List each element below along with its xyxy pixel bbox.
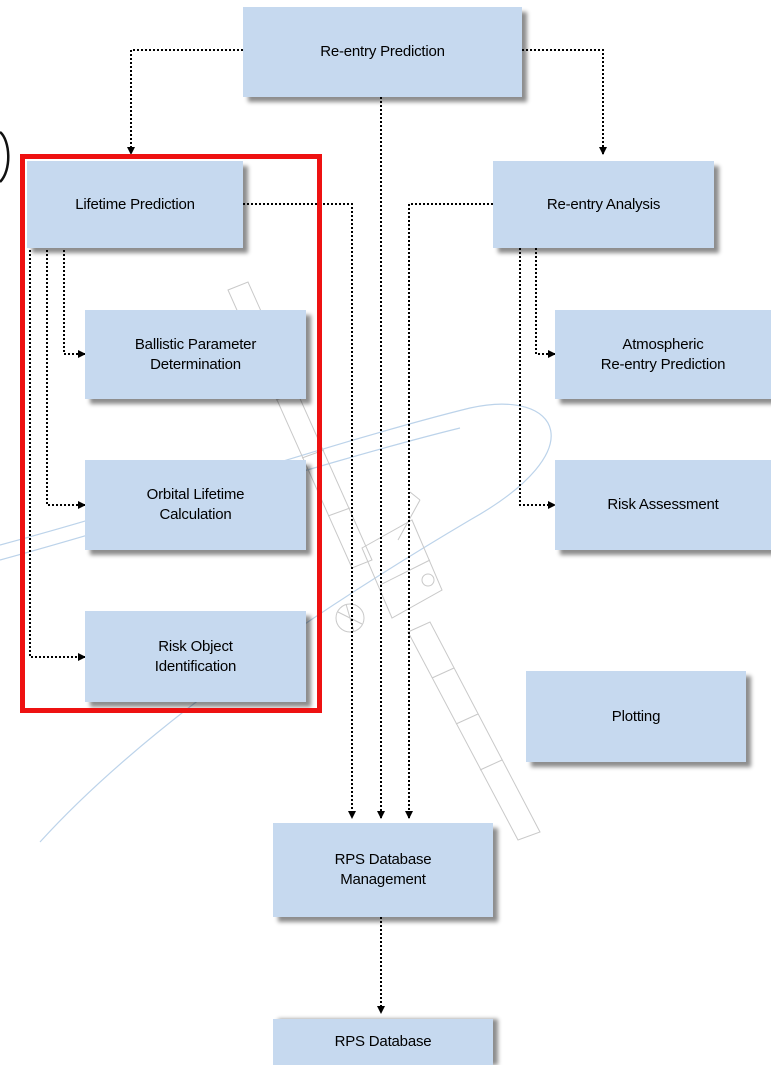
node-plotting: Plotting [526,671,746,762]
lifetime-prediction-highlight-frame [20,154,322,713]
connector-analysis-to-db [405,203,493,819]
node-atmospheric-reentry: Atmospheric Re-entry Prediction [555,310,771,399]
connector-lifetime-to-orbital [46,250,86,509]
satellite-dish [335,603,365,633]
node-reentry-prediction: Re-entry Prediction [243,7,522,97]
cropped-circle-fragment [0,131,10,183]
node-risk-object: Risk Object Identification [85,611,306,702]
node-rps-db-management: RPS Database Management [273,823,493,917]
solar-panel-upper [227,281,373,569]
node-lifetime-prediction: Lifetime Prediction [27,161,243,248]
node-orbital-lifetime: Orbital Lifetime Calculation [85,460,306,550]
connector-lifetime-to-ballistic [63,250,86,358]
node-rps-database: RPS Database [273,1019,493,1065]
connector-analysis-to-atmospheric [535,248,556,358]
solar-panel-lower [407,621,541,841]
connector-analysis-to-risk-assessment [519,248,556,509]
node-ballistic-parameter: Ballistic Parameter Determination [85,310,306,399]
connector-top-to-analysis [522,49,607,155]
node-risk-assessment: Risk Assessment [555,460,771,550]
node-reentry-analysis: Re-entry Analysis [493,161,714,248]
connector-top-to-lifetime [127,49,243,155]
connector-lifetime-to-db [243,203,356,819]
